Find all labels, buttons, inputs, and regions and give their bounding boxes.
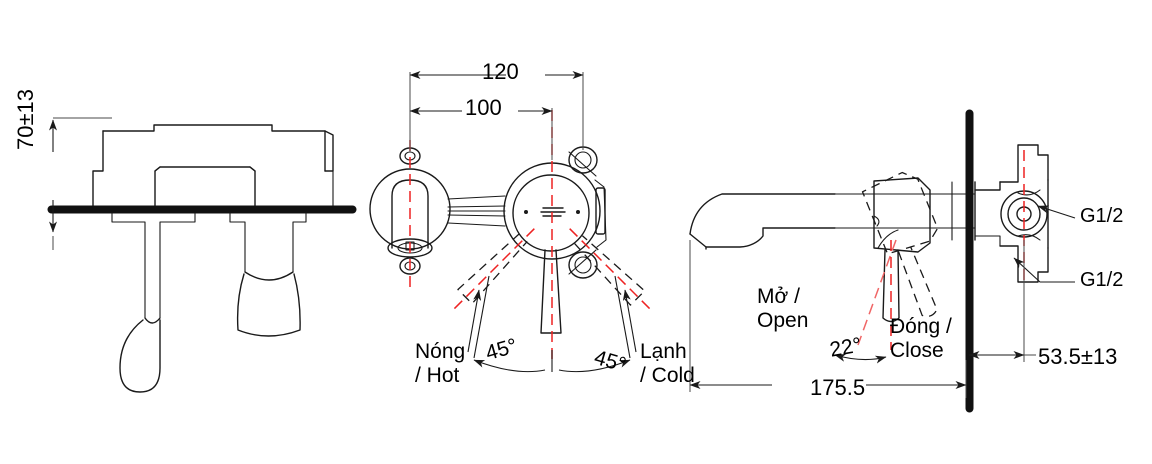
dimension-spread-outer: 120 xyxy=(482,59,519,84)
dimension-spread-inner: 100 xyxy=(465,95,502,120)
label-close: Đóng / Close xyxy=(890,315,952,362)
dimension-height-above-wall: 70±13 xyxy=(13,88,38,150)
top-view xyxy=(369,71,651,373)
label-hot: Nóng / Hot xyxy=(415,340,466,387)
label-inlet-bottom: G1/2 xyxy=(1080,269,1124,291)
label-cold: Lạnh / Cold xyxy=(640,340,695,387)
dimension-spout-projection: 175.5 xyxy=(810,375,866,400)
front-view xyxy=(47,117,357,393)
dimension-valve-depth: 53.5±13 xyxy=(1038,344,1118,369)
side-view xyxy=(689,109,1076,413)
label-open: Mở / Open xyxy=(757,285,809,332)
label-inlet-top: G1/2 xyxy=(1080,205,1124,227)
